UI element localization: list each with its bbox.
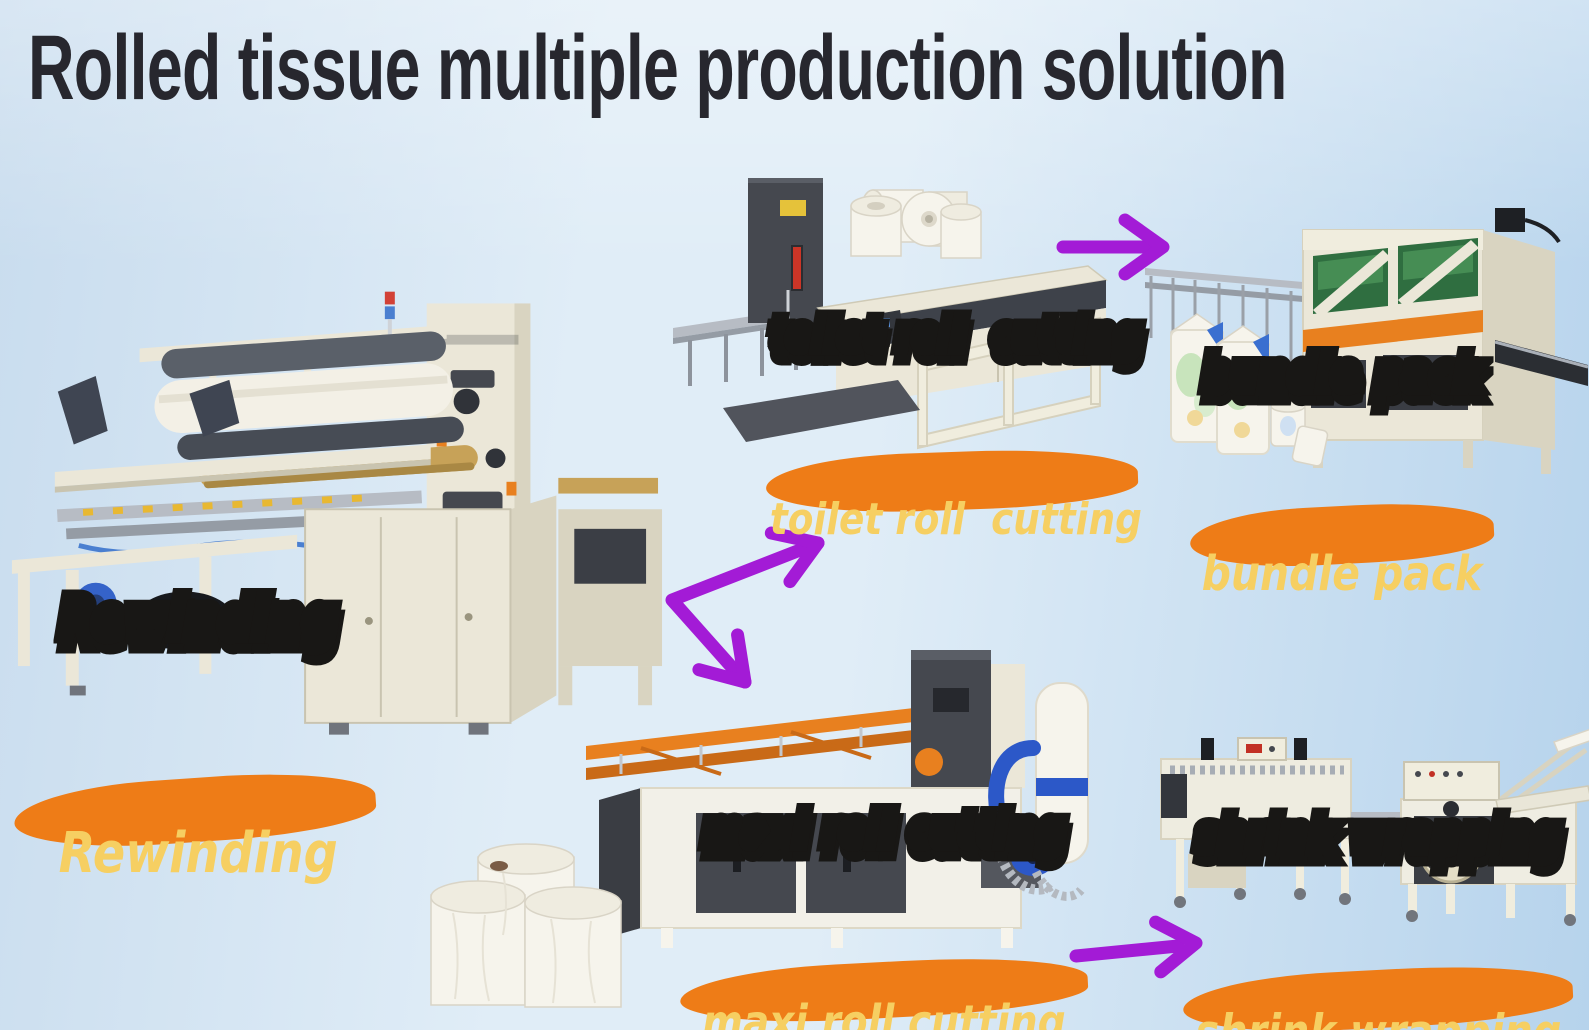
rewinder-cabinet — [304, 495, 557, 724]
label-text: maxi roll cutting maxi roll cutting maxi… — [697, 798, 1074, 1030]
station-label-shrink-wrapping: shrink wrapping shrink wrapping shrink w… — [1178, 803, 1578, 1030]
label-fill: bundle pack — [1201, 546, 1483, 603]
toilet-rolls-top — [850, 189, 982, 259]
label-fill: maxi roll cutting — [702, 995, 1066, 1030]
station-label-toilet-roll-cutting: toilet roll cutting toilet roll cutting … — [752, 305, 1160, 543]
label-outline: bundle pack — [1196, 341, 1487, 405]
station-label-rewinding: Rewinding Rewinding Rewinding — [12, 583, 384, 883]
band-saw-tower — [748, 178, 823, 323]
dust-collector — [988, 682, 1089, 901]
shrink-wrapping-machine-illustration — [1160, 728, 1589, 926]
drive-motor — [74, 582, 308, 651]
bundler-body — [1302, 229, 1484, 441]
label-shadow: maxi roll cutting — [699, 808, 1074, 870]
label-shadow: bundle pack — [1199, 351, 1490, 415]
rewinding-machine-illustration — [11, 291, 663, 735]
label-text: shrink wrapping shrink wrapping shrink w… — [1189, 803, 1569, 1030]
arrow-maxi-to-shrink — [1069, 915, 1203, 979]
label-text: toilet roll cutting toilet roll cutting … — [764, 305, 1150, 635]
toilet-rolls-pyramid — [430, 843, 622, 1008]
l-bar-sealer — [1400, 728, 1589, 926]
bundle-pack-machine-illustration — [1145, 208, 1589, 474]
label-shadow: Rewinding — [55, 593, 345, 665]
toilet-roll-cutting-machine-illustration — [673, 178, 1108, 450]
maxi-body — [599, 787, 1041, 940]
label-outline: toilet roll cutting — [764, 305, 1147, 364]
rewinder-outfeed-unit — [558, 477, 663, 706]
base-platform — [723, 380, 920, 442]
label-outline: Rewinding — [53, 583, 343, 655]
label-fill: toilet roll cutting — [769, 494, 1143, 546]
label-outline: shrink wrapping — [1189, 803, 1566, 866]
film-reel — [1419, 820, 1483, 884]
arrow-rewinding-split — [665, 526, 825, 689]
control-panel — [866, 310, 904, 340]
tissue-bundles — [1170, 313, 1329, 467]
label-outline: maxi roll cutting — [697, 798, 1072, 860]
label-fill: Rewinding — [58, 821, 338, 887]
station-label-maxi-roll-cutting: maxi roll cutting maxi roll cutting maxi… — [676, 798, 1092, 1030]
label-fill: shrink wrapping — [1195, 1007, 1561, 1030]
orange-log-conveyor — [586, 706, 931, 780]
label-shadow: shrink wrapping — [1192, 813, 1569, 876]
label-text: Rewinding Rewinding Rewinding — [53, 583, 346, 1002]
station-label-bundle-pack: bundle pack bundle pack bundle pack — [1188, 341, 1496, 600]
maxi-roll-cutting-machine-illustration — [586, 650, 1089, 948]
bundler-side — [1483, 208, 1589, 450]
signal-light — [384, 291, 395, 341]
arrow-toilet-to-bundle — [1056, 213, 1170, 281]
shrink-tunnel — [1160, 737, 1401, 908]
label-shadow: toilet roll cutting — [767, 315, 1150, 374]
label-text: bundle pack bundle pack bundle pack — [1196, 341, 1490, 701]
page-title: Rolled tissue multiple production soluti… — [28, 17, 1287, 119]
support-frame — [917, 316, 1101, 450]
